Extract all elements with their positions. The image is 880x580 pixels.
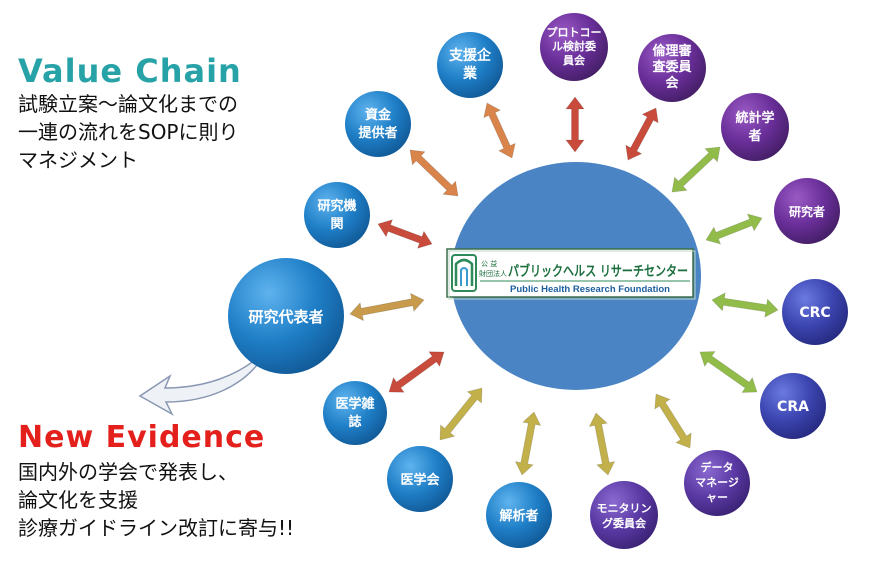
- node-medical-conference: 医学会: [387, 446, 453, 512]
- svg-text:医学会: 医学会: [400, 472, 440, 488]
- pi-to-evidence-arrow: [138, 347, 269, 416]
- arrow-monitoring: [588, 412, 616, 476]
- new-evidence-line: 国内外の学会で発表し、: [18, 460, 238, 484]
- arrow-institution: [377, 219, 433, 249]
- node-data-manager: データマネージャー: [684, 450, 750, 516]
- svg-text:解析者: 解析者: [498, 508, 538, 524]
- arrow-data-manager: [654, 393, 692, 449]
- arrow-pi: [349, 292, 425, 322]
- node-medical-journal: 医学雑誌: [323, 381, 387, 445]
- node-research-institution: 研究機関: [304, 182, 370, 248]
- foundation-logo: 公 益 財団法人 パブリックヘルス リサーチセンター Public Health…: [446, 248, 696, 300]
- arrow-support-company: [483, 102, 516, 159]
- arrow-analyst: [514, 411, 542, 476]
- value-chain-line: 一連の流れをSOPに則り: [18, 120, 239, 144]
- svg-text:モニタリング委員会: モニタリング委員会: [597, 502, 652, 530]
- logo-mark-icon: [451, 254, 477, 292]
- svg-text:パブリックヘルス リサーチセンター: パブリックヘルス リサーチセンター: [508, 263, 688, 280]
- svg-text:公 益: 公 益: [481, 259, 497, 268]
- arrow-conference: [439, 387, 483, 441]
- svg-text:医学雑誌: 医学雑誌: [335, 396, 374, 430]
- node-monitoring-committee: モニタリング委員会: [590, 481, 658, 549]
- new-evidence-description: 国内外の学会で発表し、 論文化を支援 診療ガイドライン改訂に寄与!!: [18, 458, 294, 542]
- node-ethics-committee: 倫理審査委員会: [638, 34, 706, 102]
- node-principal-investigator: 研究代表者: [228, 258, 344, 374]
- arrow-cra: [699, 351, 758, 393]
- node-researcher: 研究者: [774, 178, 840, 244]
- value-chain-title: Value Chain: [18, 52, 242, 90]
- svg-text:研究代表者: 研究代表者: [248, 308, 323, 326]
- svg-text:CRC: CRC: [799, 305, 830, 321]
- svg-text:データマネージャー: データマネージャー: [695, 460, 739, 504]
- svg-text:プロトコール検討委員会: プロトコール検討委員会: [547, 25, 602, 67]
- svg-text:研究機関: 研究機関: [317, 198, 356, 232]
- new-evidence-line: 診療ガイドライン改訂に寄与!!: [18, 516, 295, 540]
- value-chain-line: マネジメント: [18, 148, 138, 172]
- arrow-researcher: [705, 213, 763, 245]
- node-crc: CRC: [782, 279, 848, 345]
- svg-text:倫理審査委員会: 倫理審査委員会: [651, 43, 692, 91]
- arrow-journal: [388, 351, 445, 393]
- value-chain-line: 試験立案～論文化までの: [18, 92, 238, 116]
- arrow-crc: [711, 292, 779, 318]
- node-support-company: 支援企業: [437, 32, 503, 98]
- svg-text:Public Health Research Foundat: Public Health Research Foundation: [510, 284, 670, 295]
- arrow-protocol: [565, 96, 585, 153]
- svg-text:財団法人: 財団法人: [479, 269, 507, 278]
- svg-text:支援企業: 支援企業: [448, 47, 492, 82]
- arrow-ethics: [625, 107, 659, 161]
- node-funding-provider: 資金提供者: [345, 91, 411, 157]
- arrow-statistician: [671, 146, 721, 193]
- svg-text:統計学者: 統計学者: [735, 110, 774, 144]
- node-analyst: 解析者: [486, 482, 552, 548]
- new-evidence-line: 論文化を支援: [18, 488, 138, 512]
- node-protocol-committee: プロトコール検討委員会: [540, 13, 608, 81]
- new-evidence-title: New Evidence: [18, 420, 266, 455]
- arrows-layer: [349, 96, 779, 476]
- value-chain-description: 試験立案～論文化までの 一連の流れをSOPに則り マネジメント: [18, 90, 239, 174]
- arrow-funding: [409, 149, 459, 197]
- svg-text:資金提供者: 資金提供者: [358, 107, 397, 141]
- svg-text:研究者: 研究者: [789, 204, 825, 219]
- node-statistician: 統計学者: [721, 93, 789, 161]
- node-cra: CRA: [760, 373, 826, 439]
- svg-text:CRA: CRA: [777, 399, 809, 415]
